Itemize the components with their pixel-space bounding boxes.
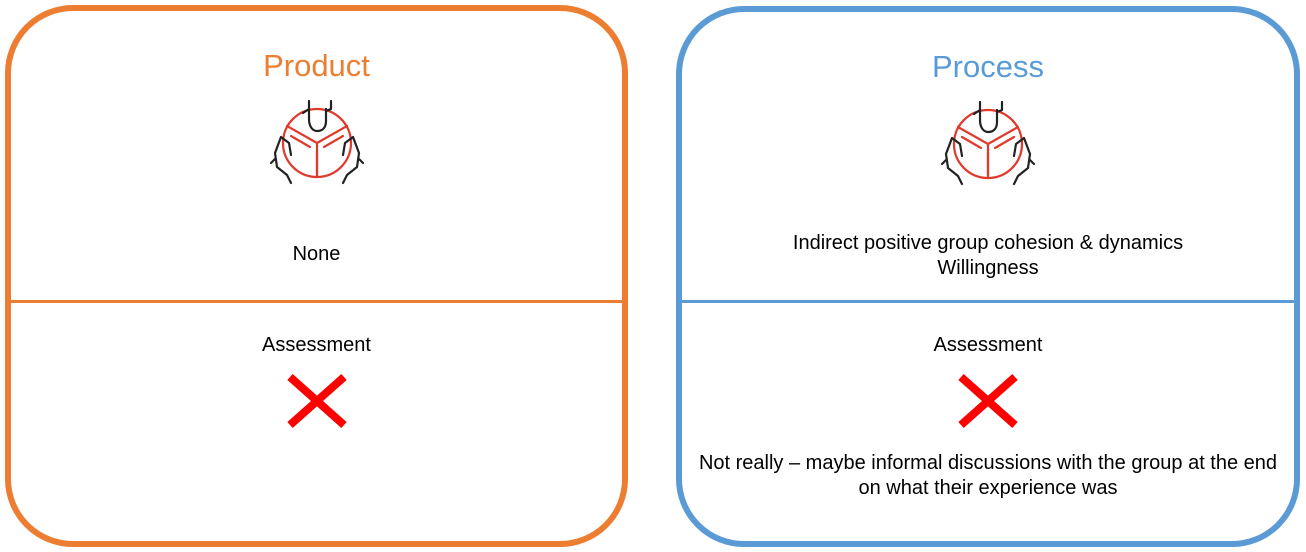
hands-holding-circle-icon [940, 100, 1036, 186]
product-line: None [292, 243, 341, 265]
cross-icon [286, 374, 347, 428]
process-title: Process [932, 49, 1044, 84]
process-assessment-label: Assessment [933, 334, 1043, 356]
process-divider [682, 300, 1294, 303]
product-card: Product None Assessment [5, 5, 628, 547]
process-description: Indirect positive group cohesion & dynam… [692, 231, 1284, 281]
process-card: Process Indirect positive group cohesion… [676, 6, 1300, 547]
product-divider [11, 300, 622, 303]
process-line: Indirect positive group cohesion & dynam… [792, 232, 1184, 254]
product-description: None [21, 242, 612, 267]
cross-icon [958, 374, 1018, 428]
product-title: Product [263, 48, 370, 83]
product-assessment-label: Assessment [262, 334, 371, 356]
process-assessment-note: Not really – maybe informal discussions … [698, 452, 1278, 499]
process-line: Willingness [937, 257, 1039, 279]
hands-holding-circle-icon [269, 99, 364, 185]
